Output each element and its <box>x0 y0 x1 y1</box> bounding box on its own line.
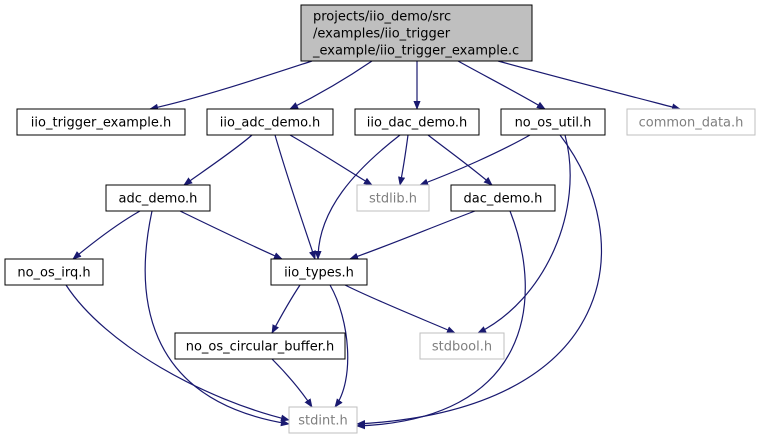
node-label: no_os_util.h <box>515 116 592 131</box>
node-label: stdbool.h <box>432 340 492 355</box>
node-stdlib-h: stdlib.h <box>356 184 430 212</box>
node-label: no_os_irq.h <box>17 266 90 281</box>
edge-iio-types-h-to-stdint-h <box>329 284 349 408</box>
node-label: iio_adc_demo.h <box>220 116 321 131</box>
node-no-os-irq-h[interactable]: no_os_irq.h <box>4 258 104 286</box>
node-label: iio_dac_demo.h <box>367 116 468 131</box>
edge-no-os-irq-h-to-stdint-h <box>65 284 290 422</box>
node-box <box>626 108 756 136</box>
edge-root-to-iio-trigger-example-h <box>149 60 313 111</box>
node-box <box>300 4 533 62</box>
node-iio-trigger-example-h[interactable]: iio_trigger_example.h <box>16 108 186 136</box>
node-box <box>206 108 334 136</box>
node-box <box>4 258 104 286</box>
node-box <box>450 184 556 212</box>
node-box <box>174 332 346 360</box>
node-no-os-circular-buffer-h[interactable]: no_os_circular_buffer.h <box>174 332 346 360</box>
node-box <box>356 184 430 212</box>
node-box <box>419 332 505 360</box>
edge-dac-demo-h-to-stdint-h <box>356 210 526 430</box>
node-box <box>354 108 480 136</box>
node-label: iio_types.h <box>284 266 354 281</box>
edge-dac-demo-h-to-iio-types-h <box>349 210 476 260</box>
edge-no-os-circular-buffer-h-to-stdint-h <box>271 358 313 408</box>
node-label: /examples/iio_trigger <box>313 27 451 42</box>
node-box <box>500 108 606 136</box>
edge-iio-adc-demo-h-to-stdlib-h <box>289 134 373 186</box>
node-no-os-util-h[interactable]: no_os_util.h <box>500 108 606 136</box>
node-label: _example/iio_trigger_example.c <box>312 44 519 59</box>
node-iio-dac-demo-h[interactable]: iio_dac_demo.h <box>354 108 480 136</box>
node-box <box>288 406 358 434</box>
node-root: projects/iio_demo/src/examples/iio_trigg… <box>300 4 533 62</box>
edge-iio-types-h-to-no-os-circular-buffer-h <box>271 284 301 334</box>
node-stdbool-h: stdbool.h <box>419 332 505 360</box>
node-common-data-h: common_data.h <box>626 108 756 136</box>
edge-iio-types-h-to-stdbool-h <box>344 284 456 334</box>
node-stdint-h: stdint.h <box>288 406 358 434</box>
edge-root-to-common-data-h <box>497 60 681 111</box>
node-label: stdlib.h <box>369 192 417 207</box>
edge-iio-dac-demo-h-to-iio-types-h <box>314 134 401 260</box>
node-box <box>270 258 368 286</box>
edge-adc-demo-h-to-iio-types-h <box>179 210 283 260</box>
edge-adc-demo-h-to-stdint-h <box>144 210 290 427</box>
node-box <box>16 108 186 136</box>
nodes-layer: projects/iio_demo/src/examples/iio_trigg… <box>4 4 756 434</box>
edge-no-os-util-h-to-stdlib-h <box>419 134 531 186</box>
node-label: projects/iio_demo/src <box>313 10 451 25</box>
edge-no-os-util-h-to-stdbool-h <box>477 134 571 334</box>
edge-root-to-iio-adc-demo-h <box>289 60 373 110</box>
node-box <box>105 184 211 212</box>
edge-iio-dac-demo-h-to-dac-demo-h <box>427 134 493 186</box>
edge-iio-dac-demo-h-to-stdlib-h <box>398 134 409 186</box>
node-iio-adc-demo-h[interactable]: iio_adc_demo.h <box>206 108 334 136</box>
edge-iio-adc-demo-h-to-iio-types-h <box>274 134 316 260</box>
node-label: common_data.h <box>639 116 744 131</box>
node-label: adc_demo.h <box>119 192 198 207</box>
node-label: no_os_circular_buffer.h <box>186 340 335 355</box>
node-adc-demo-h[interactable]: adc_demo.h <box>105 184 211 212</box>
edge-root-to-no-os-util-h <box>457 60 546 110</box>
edge-adc-demo-h-to-no-os-irq-h <box>72 210 141 260</box>
node-dac-demo-h[interactable]: dac_demo.h <box>450 184 556 212</box>
edges-layer <box>65 60 681 430</box>
node-label: dac_demo.h <box>464 192 543 207</box>
edge-no-os-util-h-to-stdint-h <box>356 134 602 428</box>
node-iio-types-h[interactable]: iio_types.h <box>270 258 368 286</box>
edge-iio-adc-demo-h-to-adc-demo-h <box>183 134 253 186</box>
node-label: iio_trigger_example.h <box>31 116 171 131</box>
node-label: stdint.h <box>298 414 347 429</box>
